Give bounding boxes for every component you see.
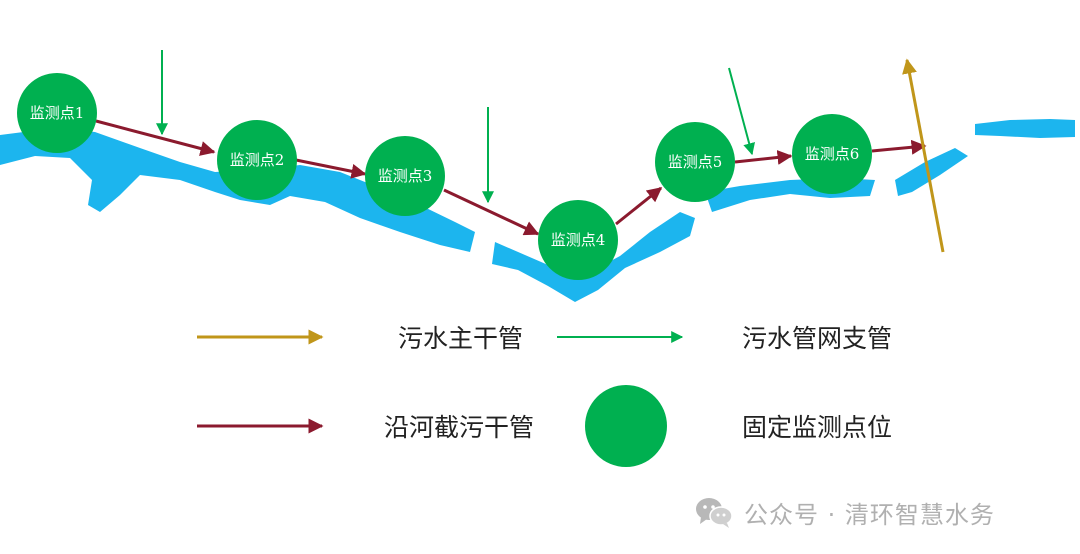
river-segment [975, 119, 1075, 138]
node-label: 监测点2 [230, 151, 285, 169]
legend-monitor-point-label: 固定监测点位 [742, 413, 893, 442]
watermark: 公众号 · 清环智慧水务 [694, 494, 995, 530]
branch-sewers [156, 50, 756, 204]
intercept-sewer-arrow [95, 119, 216, 156]
monitor-point-node: 监测点2 [217, 120, 297, 200]
node-label: 监测点1 [30, 104, 85, 122]
node-label: 监测点3 [378, 167, 433, 185]
intercept-sewer-arrow [615, 186, 663, 226]
river-segment [895, 148, 968, 196]
legend-branch-sewer-label: 污水管网支管 [742, 324, 893, 353]
intercept-sewer-arrow [443, 188, 540, 236]
legend-monitor-point-swatch [585, 385, 667, 467]
intercept-sewer-arrow [295, 158, 367, 179]
intercept-sewer-arrow [734, 149, 793, 165]
legend-main-sewer-label: 污水主干管 [398, 324, 524, 353]
legend-symbols [197, 329, 684, 467]
river-segment [492, 212, 695, 302]
node-label: 监测点4 [551, 231, 606, 249]
main-sewer-arrow [902, 58, 945, 253]
legend-intercept-sewer-label: 沿河截污干管 [384, 413, 535, 442]
monitor-point-node: 监测点4 [538, 200, 618, 280]
watermark-text: 公众号 · 清环智慧水务 [744, 500, 995, 529]
node-label: 监测点6 [805, 145, 860, 163]
wechat-icon [696, 498, 733, 528]
intercept-sewer-arrow [871, 139, 927, 155]
monitor-point-node: 监测点1 [17, 73, 97, 153]
branch-sewer-arrow [728, 67, 756, 156]
monitor-point-node: 监测点3 [365, 136, 445, 216]
monitor-point-node: 监测点6 [792, 114, 872, 194]
node-label: 监测点5 [668, 153, 723, 171]
intercept-sewer [95, 119, 927, 236]
monitor-point-node: 监测点5 [655, 122, 735, 202]
